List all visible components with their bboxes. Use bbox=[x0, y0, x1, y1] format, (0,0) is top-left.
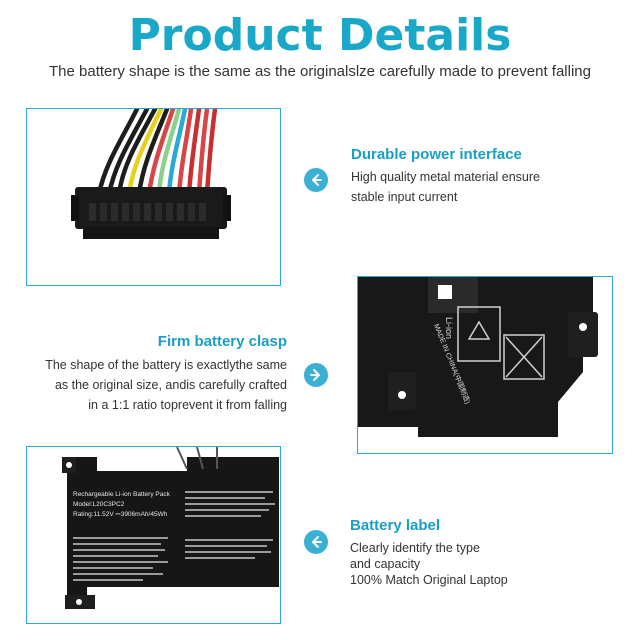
li-ion-text: Li-ion bbox=[444, 317, 454, 339]
feature-desc-label: Clearly identify the type and capacity 1… bbox=[350, 540, 508, 588]
page-subtitle: The battery shape is the same as the ori… bbox=[49, 63, 591, 80]
feature-desc-line: as the original size, andis carefully cr… bbox=[54, 378, 287, 392]
page-title: Product Details bbox=[128, 10, 512, 61]
feature-desc-line: in a 1:1 ratio toprevent it from falling bbox=[88, 398, 287, 412]
feature-desc-line: 100% Match Original Laptop bbox=[350, 573, 508, 587]
arrow-right-icon bbox=[304, 363, 328, 387]
feature-title-clasp: Firm battery clasp bbox=[157, 333, 287, 350]
label-line-3: Rating:11.52V ⎓3906mAh/45Wh bbox=[73, 511, 168, 518]
feature-desc-line: The shape of the battery is exactlythe s… bbox=[45, 358, 287, 372]
feature-desc-clasp: The shape of the battery is exactlythe s… bbox=[30, 355, 287, 415]
feature-desc-interface: High quality metal material ensure stabl… bbox=[351, 167, 540, 207]
connector-image bbox=[26, 108, 281, 286]
battery-label-image: Rechargeable Li-ion Battery Pack Model:L… bbox=[26, 446, 281, 624]
feature-desc-line: stable input current bbox=[351, 190, 458, 204]
arrow-left-icon bbox=[304, 168, 328, 192]
feature-title-label: Battery label bbox=[350, 517, 441, 534]
label-line-1: Rechargeable Li-ion Battery Pack bbox=[73, 491, 171, 498]
feature-desc-line: and capacity bbox=[350, 557, 421, 571]
label-line-2: Model:L20C3PC2 bbox=[73, 501, 125, 508]
feature-title-interface: Durable power interface bbox=[351, 146, 522, 163]
arrow-left-icon bbox=[304, 530, 328, 554]
feature-desc-line: High quality metal material ensure bbox=[351, 170, 540, 184]
clasp-image: Li-ion MADE IN CHINA(中国制造) bbox=[357, 276, 613, 454]
feature-desc-line: Clearly identify the type bbox=[350, 541, 480, 555]
